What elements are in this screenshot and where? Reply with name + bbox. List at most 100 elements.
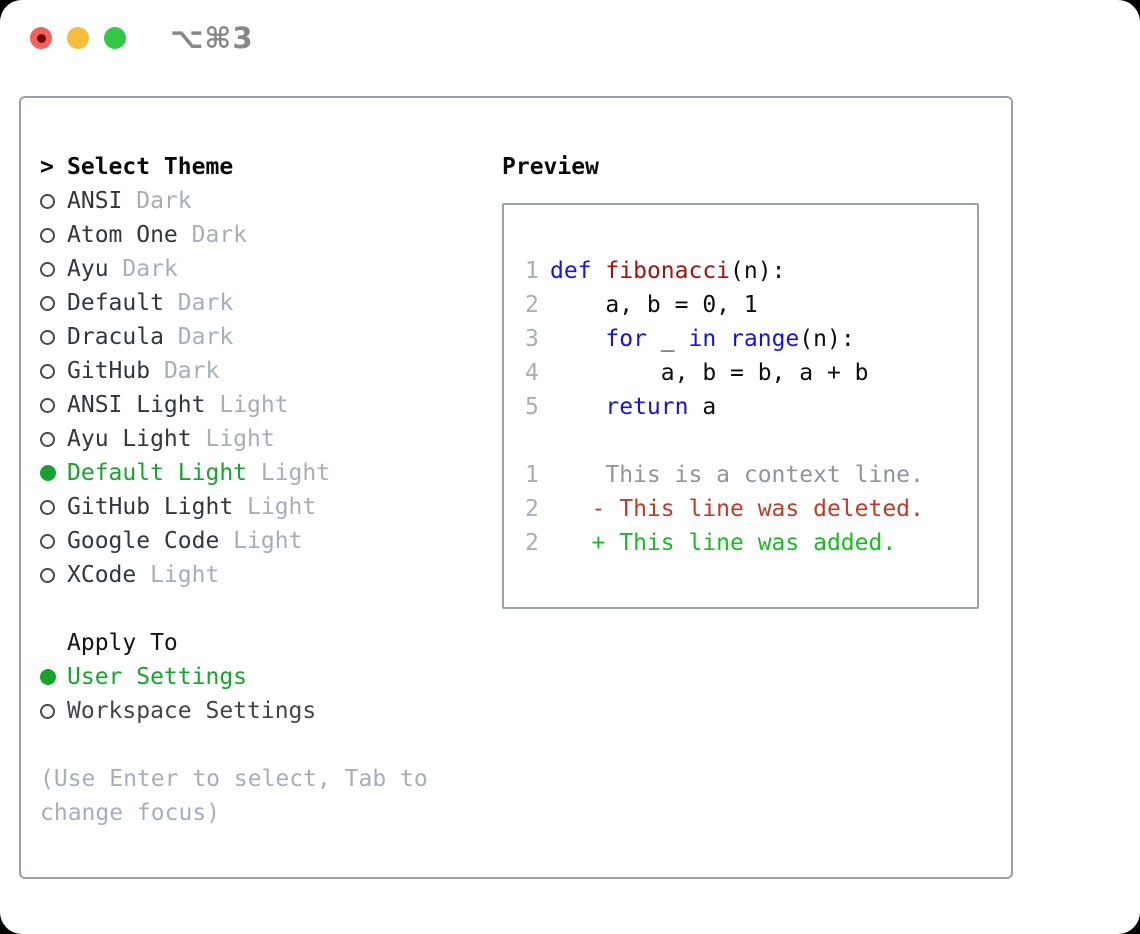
radio-icon <box>40 567 55 583</box>
unsaved-dot-icon <box>36 33 46 43</box>
theme-name: Default <box>67 290 164 316</box>
line-number: 2 <box>525 292 539 318</box>
code-token: fibonacci <box>605 258 731 284</box>
titlebar: ⌥⌘3 <box>0 0 1140 76</box>
line-number: 2 <box>525 530 539 556</box>
theme-variant: Dark <box>163 324 234 350</box>
radio-icon <box>40 227 55 243</box>
theme-item-github[interactable]: GitHub Dark <box>40 354 490 388</box>
apply-option-label: Workspace Settings <box>67 698 317 724</box>
code-token: def <box>550 258 592 284</box>
radio-icon <box>40 533 55 549</box>
radio-icon <box>40 703 55 719</box>
theme-variant: Light <box>191 426 275 452</box>
code-token <box>550 390 605 424</box>
line-number: 2 <box>525 496 539 522</box>
radio-selected-icon <box>40 465 56 481</box>
theme-item-ansi-light[interactable]: ANSI Light Light <box>40 388 490 422</box>
apply-option-workspace-settings[interactable]: Workspace Settings <box>40 694 490 728</box>
radio-icon <box>40 431 55 447</box>
line-number: 3 <box>525 326 539 352</box>
theme-variant: Dark <box>177 222 248 248</box>
code-token: a, b = 0, 1 <box>550 292 758 318</box>
zoom-button[interactable] <box>104 27 126 49</box>
theme-item-xcode[interactable]: XCode Light <box>40 558 490 592</box>
close-button[interactable] <box>30 27 52 49</box>
apply-option-user-settings[interactable]: User Settings <box>40 660 490 694</box>
theme-item-dracula[interactable]: Dracula Dark <box>40 320 490 354</box>
code-token: - This line was deleted. <box>550 496 924 522</box>
theme-item-default[interactable]: Default Dark <box>40 286 490 320</box>
theme-name: ANSI Light <box>67 392 206 418</box>
theme-name: Atom One <box>67 222 178 248</box>
radio-icon <box>40 193 55 209</box>
apply-to-header: Apply To <box>40 626 490 660</box>
code-line: 3 for _ in range(n): <box>525 322 977 356</box>
theme-variant: Light <box>136 562 220 588</box>
theme-variant: Dark <box>122 188 192 214</box>
theme-name: Default Light <box>67 460 248 486</box>
code-token: + This line was added. <box>550 530 897 556</box>
theme-item-google-code[interactable]: Google Code Light <box>40 524 490 558</box>
minimize-button[interactable] <box>67 27 89 49</box>
code-token: a, b = b, a + b <box>550 360 869 386</box>
code-token: range <box>730 326 800 352</box>
radio-icon <box>40 295 55 311</box>
radio-selected-icon <box>40 669 56 685</box>
theme-item-default-light[interactable]: Default Light Light <box>40 456 490 490</box>
apply-option-label: User Settings <box>67 664 248 690</box>
theme-item-ansi[interactable]: ANSI Dark <box>40 184 490 218</box>
theme-name: Ayu <box>67 256 109 282</box>
help-text-line-1: (Use Enter to select, Tab to <box>40 766 428 792</box>
line-number: 1 <box>525 258 539 284</box>
theme-name: GitHub Light <box>67 494 234 520</box>
theme-variant: Light <box>219 528 303 554</box>
code-line: 5 return a <box>525 390 977 424</box>
radio-icon <box>40 329 55 345</box>
code-token: a <box>688 394 717 420</box>
line-number: 5 <box>525 394 539 420</box>
theme-name: Google Code <box>67 528 220 554</box>
theme-name: GitHub <box>67 358 151 384</box>
spacer <box>40 728 490 762</box>
theme-item-ayu-light[interactable]: Ayu Light Light <box>40 422 490 456</box>
line-number <box>525 424 550 458</box>
radio-icon <box>40 499 55 515</box>
theme-name: ANSI <box>67 188 123 214</box>
code-line: 1 def fibonacci(n): <box>525 254 977 288</box>
line-number: 1 <box>525 462 539 488</box>
code-line: 4 a, b = b, a + b <box>525 356 977 390</box>
code-token: (n): <box>730 258 786 284</box>
theme-item-atom-one[interactable]: Atom One Dark <box>40 218 490 252</box>
code-token <box>592 254 606 288</box>
radio-icon <box>40 397 55 413</box>
code-token: return <box>605 394 689 420</box>
code-token: for <box>605 326 647 352</box>
theme-variant: Light <box>247 460 331 486</box>
theme-list-title: Select Theme <box>67 154 234 180</box>
code-token <box>716 322 730 356</box>
code-token: in <box>688 326 717 352</box>
theme-item-github-light[interactable]: GitHub Light Light <box>40 490 490 524</box>
theme-variant: Dark <box>150 358 220 384</box>
code-token: This is a context line. <box>550 462 924 488</box>
code-token: _ <box>646 326 689 352</box>
theme-variant: Light <box>233 494 317 520</box>
code-line: 2 + This line was added. <box>525 526 977 560</box>
code-line: 1 This is a context line. <box>525 458 977 492</box>
code-line: 2 a, b = 0, 1 <box>525 288 977 322</box>
code-token: (n): <box>799 326 855 352</box>
apply-to-title: Apply To <box>67 630 178 656</box>
theme-list-header: > Select Theme <box>40 150 490 184</box>
code-token <box>550 322 605 356</box>
radio-icon <box>40 261 55 277</box>
help-text-line-2: change focus) <box>40 800 221 826</box>
theme-name: XCode <box>67 562 137 588</box>
theme-item-ayu[interactable]: Ayu Dark <box>40 252 490 286</box>
